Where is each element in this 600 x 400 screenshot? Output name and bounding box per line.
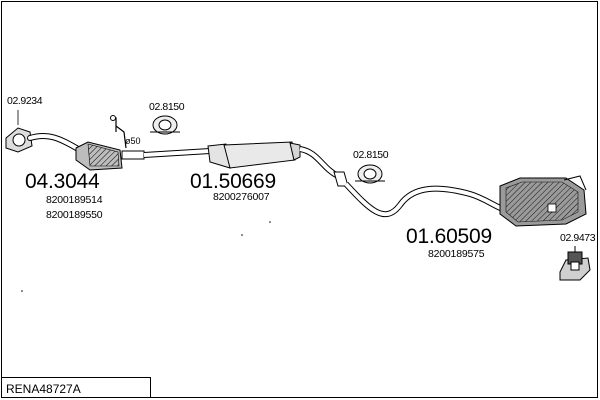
oe-number: 8200189550 <box>46 209 103 221</box>
oe-number: 8200189514 <box>46 194 103 206</box>
rubber-mount-icon <box>559 246 591 281</box>
accessory-label: 02.9473 <box>560 232 596 244</box>
oe-number: 8200189575 <box>428 248 485 260</box>
pipe-diameter-label: ø50 <box>125 136 141 146</box>
gasket-icon <box>150 115 180 135</box>
middle-silencer-pipe <box>143 141 349 187</box>
front-gasket-icon <box>5 110 33 153</box>
accessory-label: 02.8150 <box>149 101 185 113</box>
accessory-label: 02.9234 <box>7 95 43 107</box>
part-number: 04.3044 <box>25 170 100 193</box>
rear-silencer-pipe <box>343 175 587 227</box>
diagram-title: RENA48727A <box>1 377 151 398</box>
oe-number: 8200276007 <box>213 191 270 203</box>
accessory-label: 02.8150 <box>353 149 389 161</box>
part-number: 01.60509 <box>406 225 492 248</box>
part-number: 01.50669 <box>190 170 276 193</box>
front-pipe-catalyst <box>27 115 145 171</box>
gasket-icon <box>355 164 385 184</box>
